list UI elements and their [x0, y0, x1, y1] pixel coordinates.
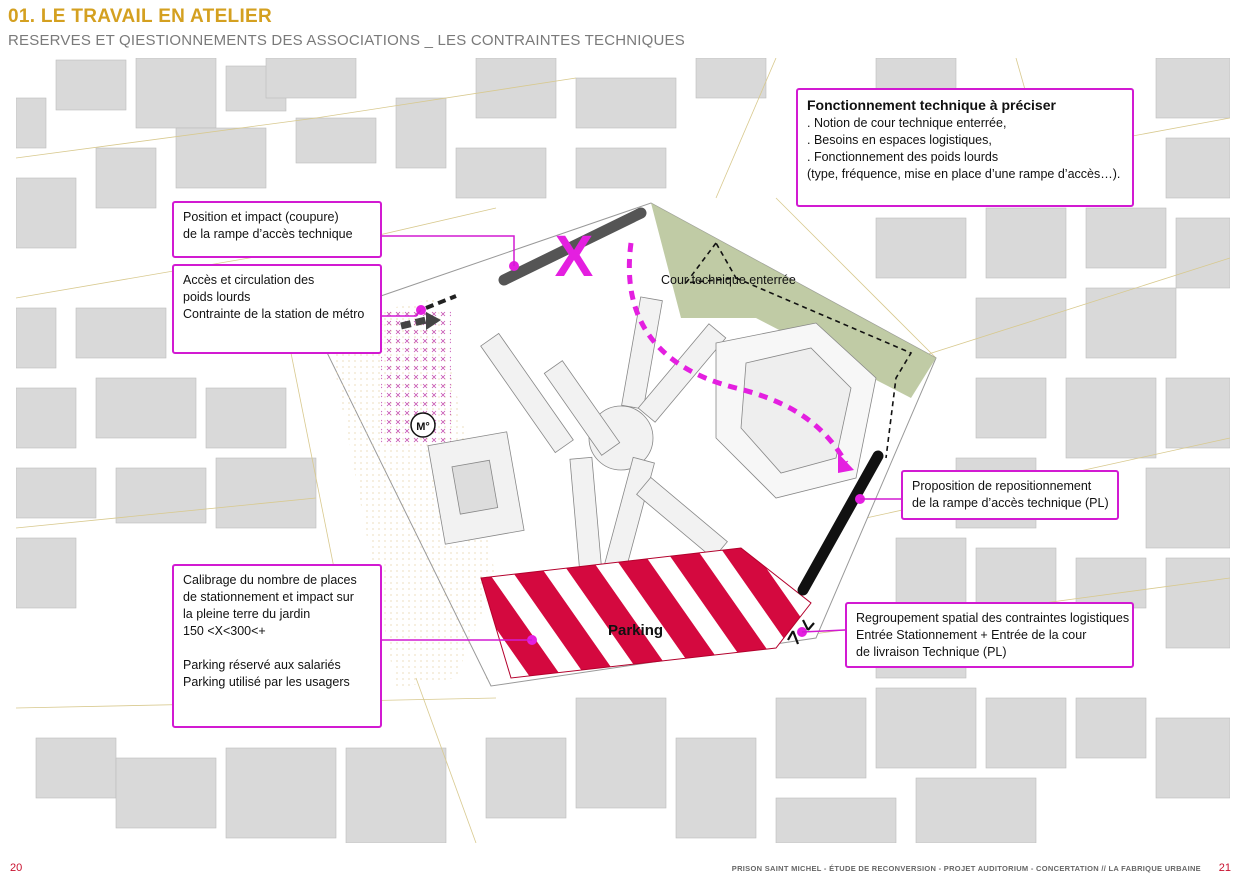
callout-fonctionnement-line: . Besoins en espaces logistiques, [807, 133, 992, 147]
callout-acces-line: Accès et circulation des [183, 273, 315, 287]
callout-connectors [382, 235, 901, 641]
callout-calibrage-line: de stationnement et impact sur [183, 590, 354, 604]
callout-proposition-rampe: Proposition de repositionnement de la ra… [901, 470, 1119, 520]
metro-label: M° [416, 421, 430, 433]
callout-position-rampe-line: Position et impact (coupure) [183, 210, 339, 224]
access-arrow [400, 294, 457, 330]
callout-proposition-line: Proposition de repositionnement [912, 479, 1092, 493]
circulation-arrows [684, 241, 913, 459]
existing-ramp [498, 207, 647, 286]
truck-route-arrowhead [838, 453, 854, 473]
city-blocks [16, 58, 1230, 843]
callout-calibrage-line: la pleine terre du jardin [183, 607, 311, 621]
callout-fonctionnement-technique: Fonctionnement technique à préciser . No… [796, 88, 1134, 207]
page-number-left: 20 [10, 862, 23, 874]
callout-proposition-line: de la rampe d’accès technique (PL) [912, 496, 1109, 510]
callout-position-rampe-line: de la rampe d’accès technique [183, 227, 353, 241]
callout-regroupement-line: Entrée Stationnement + Entrée de la cour [856, 628, 1087, 642]
entry-arrows [787, 619, 815, 645]
callout-acces-line: poids lourds [183, 290, 251, 304]
cour-technique-zone [651, 203, 936, 398]
callout-calibrage-line: 150 <X<300<+ [183, 624, 266, 638]
callout-calibrage-line: Calibrage du nombre de places [183, 573, 357, 587]
callout-regroupement-line: Regroupement spatial des contraintes log… [856, 611, 1130, 625]
footer-project-text: PRISON SAINT MICHEL - ÉTUDE DE RECONVERS… [731, 864, 1201, 873]
callout-calibrage-line: Parking utilisé par les usagers [183, 675, 350, 689]
prison-buildings [427, 296, 877, 600]
callout-calibrage-parking: Calibrage du nombre de places de station… [172, 564, 382, 728]
page-number-right: 21 [1218, 862, 1231, 874]
page-title: 01. LE TRAVAIL EN ATELIER [8, 6, 273, 27]
cour-technique-label: Cour technique enterrée [661, 273, 796, 287]
garden-dotted-area [326, 298, 496, 688]
callout-regroupement-line: de livraison Technique (PL) [856, 645, 1007, 659]
proposed-ramp [797, 450, 884, 596]
callout-calibrage-line: Parking réservé aux salariés [183, 658, 341, 672]
parking-label: Parking [608, 622, 663, 639]
site-plan-svg: X M° Cour technique enter [16, 58, 1230, 843]
truck-route-path [626, 242, 849, 465]
callout-fonctionnement-title: Fonctionnement technique à préciser [807, 97, 1056, 113]
x-mark-label: X [555, 224, 594, 289]
callout-fonctionnement-line: . Notion de cour technique enterrée, [807, 116, 1007, 130]
callout-regroupement: Regroupement spatial des contraintes log… [845, 602, 1134, 668]
page-subtitle: RESERVES ET QIESTIONNEMENTS DES ASSOCIAT… [8, 32, 685, 49]
parking-zone [480, 547, 812, 679]
callout-acces-circulation: Accès et circulation des poids lourds Co… [172, 264, 382, 354]
callout-calibrage-spacer [183, 640, 371, 657]
callout-fonctionnement-line: . Fonctionnement des poids lourds [807, 150, 999, 164]
callout-acces-line: Contrainte de la station de métro [183, 307, 365, 321]
metro-icon [410, 412, 436, 438]
callout-fonctionnement-line: (type, fréquence, mise en place d’une ra… [807, 167, 1121, 181]
callout-position-rampe: Position et impact (coupure) de la rampe… [172, 201, 382, 258]
